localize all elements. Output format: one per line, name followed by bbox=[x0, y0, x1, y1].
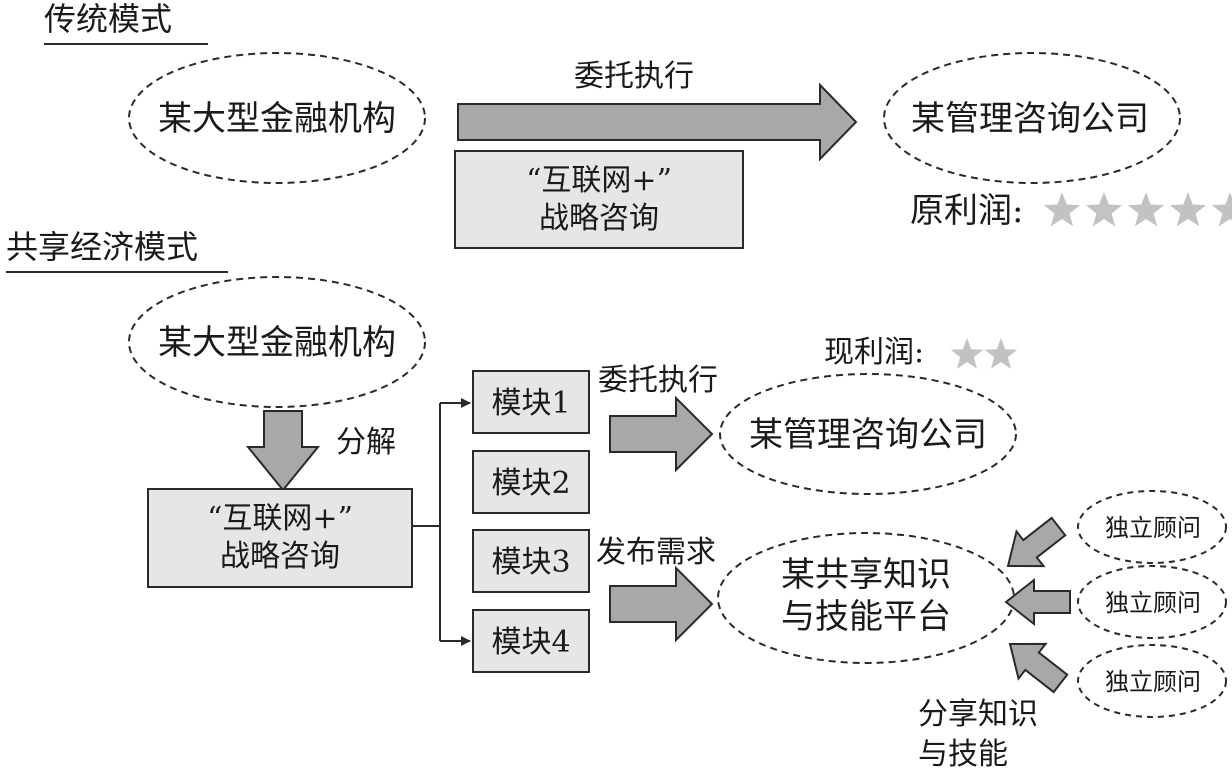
module-4-label: 模块4 bbox=[491, 625, 570, 660]
share-arrow-3 bbox=[1008, 642, 1069, 694]
traditional-project-line1: “互联网+” bbox=[526, 163, 672, 198]
share-arrow-2 bbox=[1004, 577, 1071, 627]
module-2-box bbox=[472, 450, 590, 514]
sharing-profit-stars bbox=[950, 338, 1018, 369]
consultant-1-ellipse bbox=[1077, 490, 1227, 564]
traditional-profit-star-3 bbox=[1127, 192, 1165, 227]
sharing-profit-star-1 bbox=[950, 338, 984, 369]
publish-arrow bbox=[609, 565, 714, 643]
traditional-section-title: 传统模式 bbox=[44, 0, 172, 38]
sharing-section-title: 共享经济模式 bbox=[6, 228, 198, 266]
module-3-label: 模块3 bbox=[491, 545, 570, 580]
sharing-profit-star-2 bbox=[984, 338, 1018, 369]
consultant-3-label: 独立顾问 bbox=[1105, 668, 1201, 696]
sharing-project-box bbox=[147, 488, 413, 588]
sharing-profit-label: 现利润: bbox=[824, 335, 924, 370]
module-1-box bbox=[472, 370, 590, 434]
decompose-label: 分解 bbox=[336, 425, 396, 460]
sharing-client-label: 某大型金融机构 bbox=[158, 323, 396, 363]
publish-label: 发布需求 bbox=[596, 535, 716, 570]
traditional-consultancy-ellipse bbox=[883, 52, 1181, 184]
platform-line1: 某共享知识 bbox=[781, 555, 951, 595]
traditional-delegate-arrow bbox=[457, 82, 858, 162]
traditional-consultancy-label: 某管理咨询公司 bbox=[911, 99, 1149, 139]
traditional-profit-label: 原利润: bbox=[910, 191, 1023, 231]
sharing-consultancy-ellipse bbox=[719, 373, 1017, 495]
sharing-delegate-label: 委托执行 bbox=[598, 363, 718, 398]
consultant-1-label: 独立顾问 bbox=[1105, 514, 1201, 542]
sharing-project-line1: “互联网+” bbox=[207, 501, 353, 536]
consultant-3-ellipse bbox=[1077, 644, 1227, 718]
decompose-arrow bbox=[245, 410, 321, 492]
module-1-label: 模块1 bbox=[491, 386, 570, 421]
platform-line2: 与技能平台 bbox=[781, 597, 951, 637]
share-label-line1: 分享知识 bbox=[918, 697, 1038, 732]
traditional-profit-star-1 bbox=[1043, 192, 1081, 227]
traditional-project-line2: 战略咨询 bbox=[539, 201, 659, 236]
module-connector bbox=[412, 398, 471, 646]
traditional-delegate-label: 委托执行 bbox=[574, 59, 694, 94]
traditional-profit-star-4 bbox=[1169, 192, 1207, 227]
traditional-profit-star-5 bbox=[1211, 192, 1232, 227]
traditional-profit-stars bbox=[1043, 192, 1232, 227]
sharing-client-ellipse bbox=[128, 276, 426, 408]
share-arrow-1 bbox=[1006, 516, 1067, 568]
sharing-delegate-arrow bbox=[609, 395, 714, 473]
sharing-consultancy-label: 某管理咨询公司 bbox=[749, 415, 987, 455]
consultant-2-label: 独立顾问 bbox=[1105, 589, 1201, 617]
consultant-2-ellipse bbox=[1077, 565, 1227, 639]
traditional-client-label: 某大型金融机构 bbox=[158, 99, 396, 139]
traditional-profit-star-2 bbox=[1085, 192, 1123, 227]
module-3-box bbox=[472, 529, 590, 593]
sharing-project-line2: 战略咨询 bbox=[220, 539, 340, 574]
share-label-line2: 与技能 bbox=[918, 737, 1008, 772]
traditional-client-ellipse bbox=[128, 52, 426, 184]
module-4-box bbox=[472, 609, 590, 673]
traditional-project-box bbox=[454, 150, 744, 249]
module-2-label: 模块2 bbox=[491, 466, 570, 501]
